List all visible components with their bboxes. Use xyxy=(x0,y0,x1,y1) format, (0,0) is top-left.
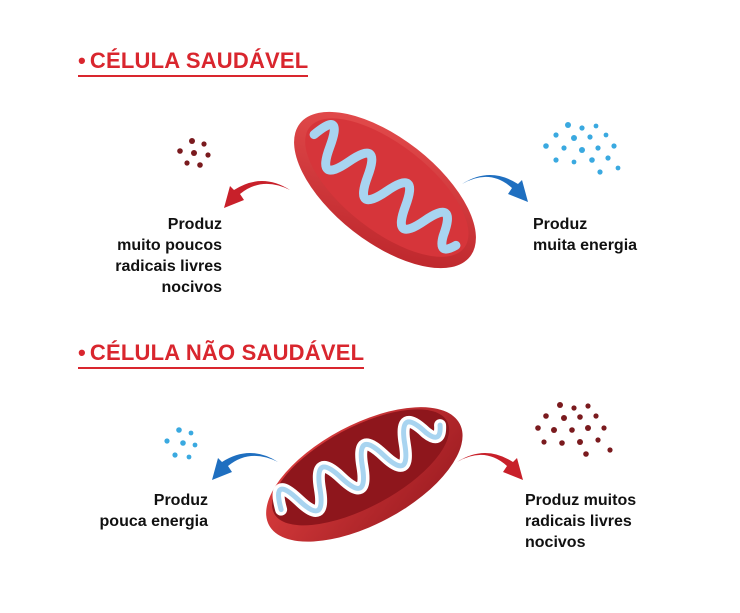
healthy-cell-heading-text: CÉLULA SAUDÁVEL xyxy=(89,48,309,73)
unhealthy-cell-heading-text: CÉLULA NÃO SAUDÁVEL xyxy=(89,340,365,365)
healthy-cell-heading: •CÉLULA SAUDÁVEL xyxy=(78,48,309,77)
unhealthy-left-caption: Produz pouca energia xyxy=(100,490,208,532)
caption-line: radicais livres xyxy=(115,258,222,275)
caption-line: Produz xyxy=(533,216,588,233)
healthy-mito-cristae xyxy=(309,120,461,254)
free-radical-dots-icon xyxy=(535,402,613,457)
healthy-mitochondrion-icon xyxy=(294,111,476,269)
caption-line: nocivos xyxy=(161,279,222,296)
caption-line: pouca energia xyxy=(99,513,208,530)
free-radical-dots-icon xyxy=(177,138,211,168)
healthy-left-caption: Produz muito poucos radicais livres noci… xyxy=(115,214,222,298)
curved-arrow-icon xyxy=(462,175,528,202)
curved-arrow-icon xyxy=(224,181,290,208)
unhealthy-mito-cristae xyxy=(276,419,443,514)
caption-line: Produz xyxy=(167,216,222,233)
caption-line: Produz muitos xyxy=(525,492,637,509)
unhealthy-right-caption: Produz muitos radicais livres nocivos xyxy=(525,490,636,553)
unhealthy-cell-heading: •CÉLULA NÃO SAUDÁVEL xyxy=(78,340,365,369)
caption-line: nocivos xyxy=(525,534,586,551)
caption-line: radicais livres xyxy=(525,513,632,530)
heading-bullet: • xyxy=(78,340,86,365)
unhealthy-mitochondrion-icon xyxy=(266,407,463,542)
energy-dots-icon xyxy=(543,122,621,175)
curved-arrow-icon xyxy=(212,453,278,480)
heading-bullet: • xyxy=(78,48,86,73)
energy-dots-icon xyxy=(164,427,198,460)
caption-line: muito poucos xyxy=(117,237,222,254)
healthy-right-caption: Produz muita energia xyxy=(533,214,637,256)
curved-arrow-icon xyxy=(457,453,523,480)
caption-line: muita energia xyxy=(533,237,638,254)
caption-line: Produz xyxy=(153,492,208,509)
